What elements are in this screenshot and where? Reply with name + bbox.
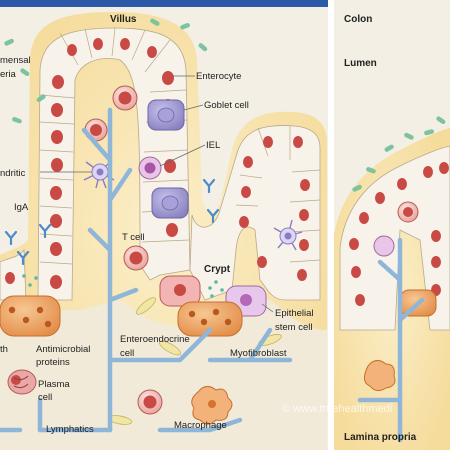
- label-macrophage: Macrophage: [174, 420, 227, 431]
- label-goblet-cell: Goblet cell: [204, 100, 249, 111]
- label-iga: IgA: [14, 202, 29, 213]
- macrophage-nucleus: [208, 400, 216, 408]
- label-antimicrobial-1: Antimicrobial: [36, 344, 90, 355]
- label-plasma-1: Plasma: [38, 379, 70, 390]
- dendritic-nucleus-2: [284, 232, 292, 240]
- label-enterocyte: Enterocyte: [196, 71, 241, 82]
- colon-vessels: [357, 237, 425, 443]
- label-enteroendocrine-1: Enteroendocrine: [120, 334, 190, 345]
- colon-nuclei: [349, 162, 449, 306]
- lamina-propria-left: [0, 300, 327, 450]
- labels: Villus mensal eria Enterocyte Goblet cel…: [0, 14, 417, 443]
- label-lumen: Lumen: [344, 58, 377, 69]
- top-bar: [0, 0, 450, 7]
- antimicrobial-dots: [22, 274, 224, 298]
- commensal-bacteria: [4, 18, 208, 124]
- label-commensal-1: mensal: [0, 55, 31, 66]
- villus-epithelium: [37, 27, 191, 301]
- label-commensal-2: eria: [0, 69, 17, 80]
- plasma-cell: [7, 369, 37, 395]
- colon-iel-nucleus: [403, 207, 413, 217]
- label-iel: IEL: [206, 140, 220, 151]
- label-myofibroblast: Myofibroblast: [230, 348, 287, 359]
- round-cells: [84, 85, 163, 415]
- lymphatic-vessels: [0, 107, 293, 433]
- label-epithelial-1: Epithelial: [275, 308, 314, 319]
- colon-macrophage: [364, 360, 396, 392]
- label-lamina-propria: Lamina propria: [344, 432, 417, 443]
- small-intestine-panel: [0, 12, 327, 450]
- colon-epithelium: [339, 145, 450, 331]
- colon-cell: [373, 235, 395, 257]
- label-villus: Villus: [110, 14, 137, 25]
- label-lymphatics: Lymphatics: [46, 424, 94, 435]
- label-dendritic: ndritic: [0, 168, 26, 179]
- crypt-epithelium: [189, 125, 321, 301]
- watermark: © www.truehealthmedi: [282, 403, 392, 415]
- colon-bacteria: [352, 116, 446, 192]
- label-enteroendocrine-2: cell: [120, 348, 134, 359]
- iga-antibodies: [4, 178, 220, 266]
- goblet-cells: [147, 99, 189, 219]
- label-epithelial-2: stem cell: [275, 322, 312, 333]
- label-plasma-2: cell: [38, 392, 52, 403]
- label-paneth: th: [0, 344, 8, 355]
- dendritic-nucleus: [96, 168, 104, 176]
- colon-panel: [334, 0, 450, 450]
- myofibroblasts: [107, 297, 282, 425]
- leader-lines: [40, 75, 274, 313]
- enterocyte-nuclei: [5, 38, 310, 289]
- paneth-cells: [0, 295, 243, 337]
- label-t-cell: T cell: [122, 232, 145, 243]
- label-crypt: Crypt: [204, 264, 231, 275]
- label-antimicrobial-2: proteins: [36, 357, 70, 368]
- panel-divider: [328, 0, 334, 450]
- label-colon: Colon: [344, 14, 372, 25]
